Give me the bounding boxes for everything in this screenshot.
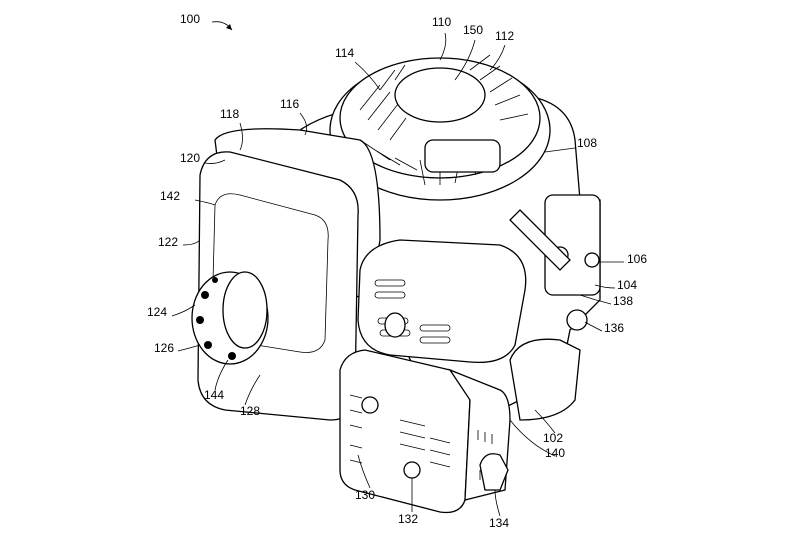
- starter-handle: [424, 139, 501, 173]
- ref-106: 106: [627, 252, 648, 266]
- ref-128: 128: [240, 404, 261, 418]
- leader-lines: [171, 32, 624, 517]
- ref-144: 144: [204, 388, 225, 402]
- arrow-head-icon: [226, 24, 232, 30]
- ref-104: 104: [617, 278, 638, 292]
- ref-134: 134: [489, 516, 510, 530]
- ref-118: 118: [220, 107, 240, 121]
- ref-136: 136: [604, 321, 625, 335]
- ref-142: 142: [160, 189, 181, 203]
- fuel-components: [509, 209, 600, 421]
- ref-126: 126: [154, 341, 175, 355]
- ref-140: 140: [545, 446, 566, 460]
- air-filter-housing: [191, 128, 381, 421]
- ref-110: 110: [432, 15, 452, 29]
- ref-132: 132: [398, 512, 419, 526]
- ref-114: 114: [335, 46, 355, 60]
- ref-112: 112: [495, 29, 515, 43]
- muffler: [339, 349, 511, 514]
- ref-124: 124: [147, 305, 168, 319]
- ref-102: 102: [543, 431, 564, 445]
- cylinder-cover: [357, 239, 527, 364]
- ref-120: 120: [180, 151, 201, 165]
- ref-116: 116: [280, 97, 300, 111]
- ref-130: 130: [355, 488, 376, 502]
- ref-100: 100: [180, 12, 201, 26]
- ref-108: 108: [577, 136, 598, 150]
- ref-138: 138: [613, 294, 634, 308]
- ref-122: 122: [158, 235, 179, 249]
- ref-150: 150: [463, 23, 484, 37]
- recoil-starter: [329, 54, 551, 201]
